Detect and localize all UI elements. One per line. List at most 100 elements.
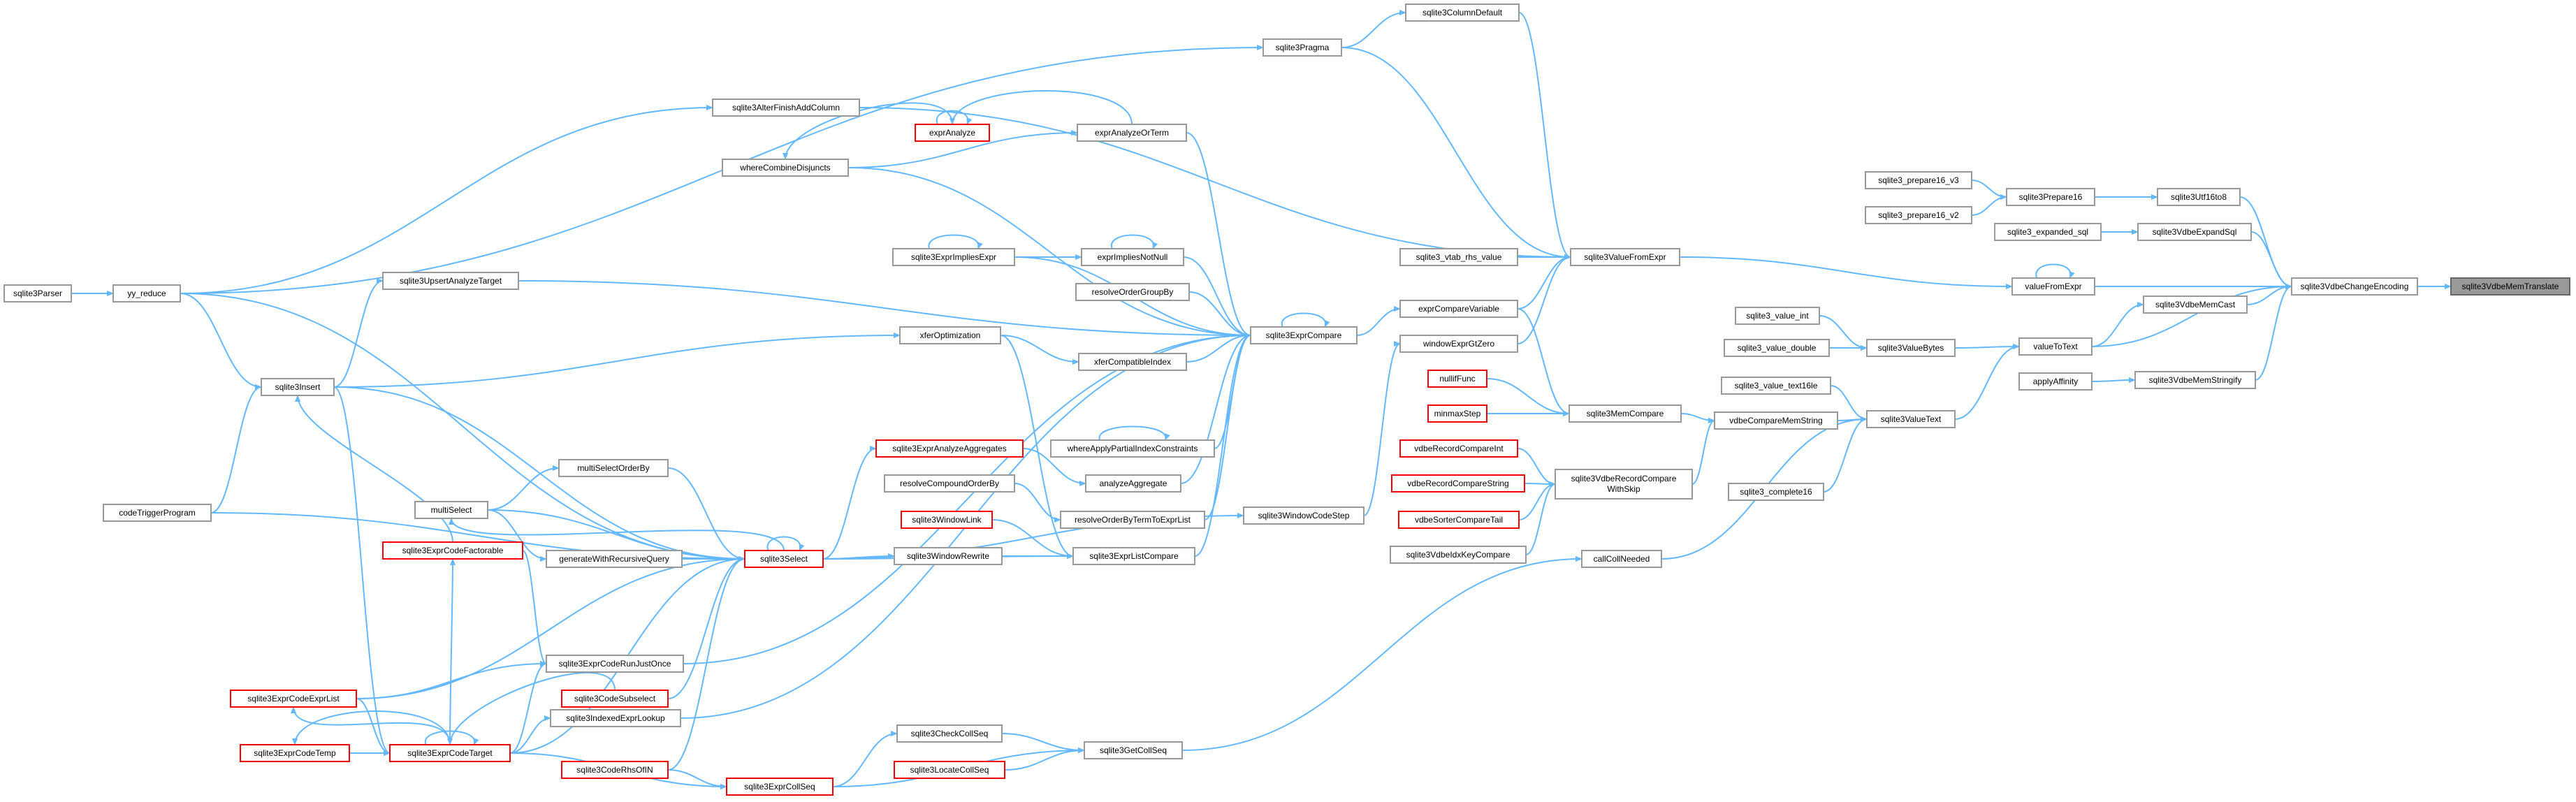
graph-node-sqlite3VdbeMemStringify[interactable]: sqlite3VdbeMemStringify [2134,371,2256,389]
graph-node-sqlite3CodeSubselect[interactable]: sqlite3CodeSubselect [561,690,669,708]
node-box [112,284,181,302]
graph-node-sqlite3ValueFromExpr[interactable]: sqlite3ValueFromExpr [1570,248,1680,266]
graph-node-sqlite3ExprCompare[interactable]: sqlite3ExprCompare [1250,326,1358,344]
node-label: sqlite3Insert [275,382,321,392]
graph-node-sqlite3ExprCodeTemp[interactable]: sqlite3ExprCodeTemp [240,744,350,762]
graph-node-exprAnalyze[interactable]: exprAnalyze [915,124,990,142]
graph-node-sqlite3UpsertAnalyzeTarget[interactable]: sqlite3UpsertAnalyzeTarget [382,272,519,290]
graph-node-generateWithRecursiveQuery[interactable]: generateWithRecursiveQuery [546,550,683,568]
node-label: vdbeCompareMemString [1729,416,1822,425]
graph-node-multiSelectOrderBy[interactable]: multiSelectOrderBy [558,459,669,477]
graph-node-xferOptimization[interactable]: xferOptimization [899,326,1001,344]
graph-node-sqlite3VdbeMemCast[interactable]: sqlite3VdbeMemCast [2143,296,2248,314]
graph-node-vdbeSorterCompareTail[interactable]: vdbeSorterCompareTail [1398,511,1520,529]
graph-node-sqlite3VdbeChangeEncoding[interactable]: sqlite3VdbeChangeEncoding [2291,277,2418,296]
node-label: sqlite3Utf16to8 [2171,192,2227,202]
graph-node-analyzeAggregate[interactable]: analyzeAggregate [1085,474,1181,493]
graph-node-xferCompatibleIndex[interactable]: xferCompatibleIndex [1078,353,1187,371]
graph-node-sqlite3GetCollSeq[interactable]: sqlite3GetCollSeq [1084,741,1183,759]
graph-node-vdbeRecordCompareInt[interactable]: vdbeRecordCompareInt [1399,439,1518,458]
graph-node-multiSelect[interactable]: multiSelect [414,501,488,519]
node-box [561,761,669,779]
graph-node-root[interactable]: sqlite3VdbeMemTranslate [2450,277,2570,296]
node-label: sqlite3ValueFromExpr [1584,252,1666,262]
graph-node-resolveCompoundOrderBy[interactable]: resolveCompoundOrderBy [884,474,1015,493]
graph-node-sqlite3_expanded_sql[interactable]: sqlite3_expanded_sql [1994,223,2102,241]
node-label: sqlite3ExprCompare [1266,330,1342,340]
graph-node-sqlite3CheckCollSeq[interactable]: sqlite3CheckCollSeq [896,724,1003,743]
graph-node-sqlite3ExprCodeExprList[interactable]: sqlite3ExprCodeExprList [230,690,357,708]
node-box [1243,506,1365,525]
graph-node-callCollNeeded[interactable]: callCollNeeded [1581,550,1662,568]
graph-node-valueToText[interactable]: valueToText [2018,337,2093,356]
graph-node-sqlite3WindowCodeStep[interactable]: sqlite3WindowCodeStep [1243,506,1365,525]
node-box [1399,335,1518,353]
graph-node-sqlite3ExprCodeFactorable[interactable]: sqlite3ExprCodeFactorable [382,541,523,560]
node-label: exprImpliesNotNull [1098,252,1168,262]
graph-node-sqlite3ExprCollSeq[interactable]: sqlite3ExprCollSeq [726,778,834,796]
graph-node-sqlite3Pragma[interactable]: sqlite3Pragma [1262,38,1342,57]
graph-node-applyAffinity[interactable]: applyAffinity [2018,372,2093,391]
node-label: multiSelect [431,505,472,515]
graph-node-vdbeRecordCompareString[interactable]: vdbeRecordCompareString [1391,474,1525,493]
graph-node-sqlite3ValueBytes[interactable]: sqlite3ValueBytes [1866,339,1956,357]
graph-node-sqlite3WindowRewrite[interactable]: sqlite3WindowRewrite [894,547,1003,565]
graph-node-sqlite3_value_double[interactable]: sqlite3_value_double [1724,339,1830,357]
graph-node-windowExprGtZero[interactable]: windowExprGtZero [1399,335,1518,353]
graph-node-sqlite3LocateCollSeq[interactable]: sqlite3LocateCollSeq [894,761,1005,779]
graph-node-whereApplyPartialIndexConstraints[interactable]: whereApplyPartialIndexConstraints [1050,439,1215,458]
graph-node-yy_reduce[interactable]: yy_reduce [112,284,181,302]
call-edge [1180,333,1251,484]
graph-node-sqlite3Parser[interactable]: sqlite3Parser [3,284,72,302]
graph-node-nullifFunc[interactable]: nullifFunc [1427,370,1487,388]
graph-node-sqlite3_prepare16_v3[interactable]: sqlite3_prepare16_v3 [1865,171,1972,189]
graph-node-sqlite3Select[interactable]: sqlite3Select [744,550,824,568]
graph-node-exprAnalyzeOrTerm[interactable]: exprAnalyzeOrTerm [1077,124,1187,142]
graph-node-sqlite3ValueText[interactable]: sqlite3ValueText [1866,410,1956,428]
node-label: sqlite3ExprCodeFactorable [402,546,504,555]
graph-node-sqlite3_complete16[interactable]: sqlite3_complete16 [1728,483,1824,501]
graph-node-sqlite3IndexedExprLookup[interactable]: sqlite3IndexedExprLookup [550,709,681,727]
graph-node-sqlite3VdbeExpandSql[interactable]: sqlite3VdbeExpandSql [2137,223,2252,241]
graph-node-sqlite3_value_text16le[interactable]: sqlite3_value_text16le [1721,377,1831,395]
graph-node-sqlite3ExprListCompare[interactable]: sqlite3ExprListCompare [1072,547,1195,565]
call-edge [2091,377,2136,384]
graph-node-vdbeCompareMemString[interactable]: vdbeCompareMemString [1714,411,1838,430]
graph-node-sqlite3ExprImpliesExpr[interactable]: sqlite3ExprImpliesExpr [892,248,1015,266]
graph-node-sqlite3VdbeIdxKeyCompare[interactable]: sqlite3VdbeIdxKeyCompare [1390,546,1527,564]
call-edge [667,769,727,789]
graph-node-resolveOrderGroupBy[interactable]: resolveOrderGroupBy [1075,283,1190,301]
graph-node-minmaxStep[interactable]: minmaxStep [1427,404,1487,423]
node-label: sqlite3GetCollSeq [1100,745,1167,755]
node-box [2291,277,2418,296]
node-label: sqlite3VdbeMemStringify [2149,375,2242,385]
graph-node-sqlite3_value_int[interactable]: sqlite3_value_int [1735,307,1820,325]
graph-node-sqlite3Utf16to8[interactable]: sqlite3Utf16to8 [2157,188,2241,206]
graph-node-sqlite3ColumnDefault[interactable]: sqlite3ColumnDefault [1405,3,1520,22]
node-label: generateWithRecursiveQuery [559,554,669,564]
graph-node-whereCombineDisjuncts[interactable]: whereCombineDisjuncts [722,159,849,177]
graph-node-resolveOrderByTermToExprList[interactable]: resolveOrderByTermToExprList [1060,511,1205,529]
graph-node-sqlite3AlterFinishAddColumn[interactable]: sqlite3AlterFinishAddColumn [712,99,860,117]
graph-node-exprImpliesNotNull[interactable]: exprImpliesNotNull [1081,248,1184,266]
call-edge [1954,344,2020,420]
graph-node-sqlite3MemCompare[interactable]: sqlite3MemCompare [1569,404,1682,423]
node-box [1399,300,1518,318]
node-label: sqlite3VdbeMemTranslate [2462,282,2559,291]
graph-node-sqlite3WindowLink[interactable]: sqlite3WindowLink [901,511,993,529]
graph-node-exprCompareVariable[interactable]: exprCompareVariable [1399,300,1518,318]
graph-node-sqlite3Prepare16[interactable]: sqlite3Prepare16 [2006,188,2095,206]
node-box [2011,277,2095,296]
node-label: sqlite3_complete16 [1740,487,1812,497]
graph-node-sqlite3ExprAnalyzeAggregates[interactable]: sqlite3ExprAnalyzeAggregates [875,439,1024,458]
graph-node-sqlite3ExprCodeTarget[interactable]: sqlite3ExprCodeTarget [389,744,511,762]
graph-node-sqlite3Insert[interactable]: sqlite3Insert [261,378,335,396]
graph-node-codeTriggerProgram[interactable]: codeTriggerProgram [103,504,212,522]
graph-node-sqlite3ExprCodeRunJustOnce[interactable]: sqlite3ExprCodeRunJustOnce [546,655,684,673]
call-edge [667,556,745,771]
graph-node-sqlite3_prepare16_v2[interactable]: sqlite3_prepare16_v2 [1865,206,1972,224]
graph-node-valueFromExpr[interactable]: valueFromExpr [2011,277,2095,296]
graph-node-sqlite3CodeRhsOfIN[interactable]: sqlite3CodeRhsOfIN [561,761,669,779]
graph-node-sqlite3_vtab_rhs_value[interactable]: sqlite3_vtab_rhs_value [1399,248,1518,266]
